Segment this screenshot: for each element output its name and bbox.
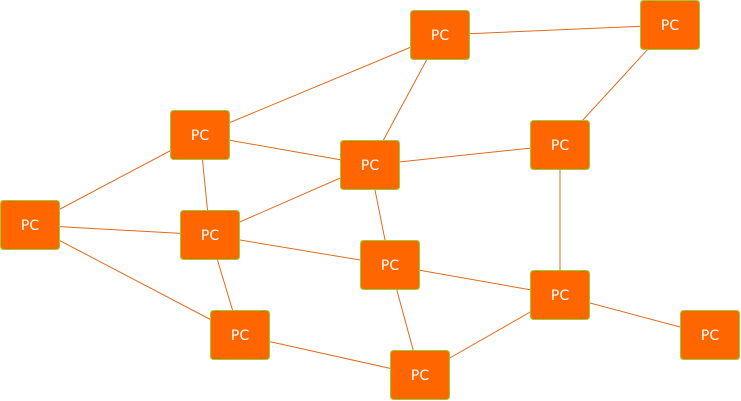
pc-node[interactable]: PC [680, 310, 740, 360]
pc-node-box[interactable] [390, 350, 450, 400]
pc-node-label: PC [381, 258, 399, 274]
connection-line [439, 24, 671, 36]
connection-line [29, 224, 241, 336]
pc-node-label: PC [701, 328, 719, 344]
pc-node[interactable]: PC [410, 10, 470, 60]
pc-node[interactable]: PC [640, 0, 700, 50]
pc-node-label: PC [21, 218, 39, 234]
pc-node-box[interactable] [360, 240, 420, 290]
connection-line [369, 144, 561, 166]
pc-node-box[interactable] [640, 0, 700, 50]
pc-node[interactable]: PC [530, 120, 590, 170]
pc-node-box[interactable] [530, 120, 590, 170]
pc-node-box[interactable] [410, 10, 470, 60]
pc-node-box[interactable] [0, 200, 60, 250]
pc-node[interactable]: PC [360, 240, 420, 290]
pc-node-label: PC [551, 138, 569, 154]
connection-line [199, 34, 441, 136]
pc-node-label: PC [431, 28, 449, 44]
pc-node[interactable]: PC [0, 200, 60, 250]
pc-node-box[interactable] [680, 310, 740, 360]
pc-node[interactable]: PC [210, 310, 270, 360]
pc-node-box[interactable] [530, 270, 590, 320]
pc-node-label: PC [411, 368, 429, 384]
pc-node-box[interactable] [180, 210, 240, 260]
pc-node-box[interactable] [340, 140, 400, 190]
pc-node-label: PC [661, 18, 679, 34]
pc-node-box[interactable] [210, 310, 270, 360]
pc-node[interactable]: PC [340, 140, 400, 190]
pc-node[interactable]: PC [530, 270, 590, 320]
pc-node-box[interactable] [170, 110, 230, 160]
edge-layer [29, 24, 711, 376]
pc-node-label: PC [361, 158, 379, 174]
pc-node-label: PC [191, 128, 209, 144]
pc-node-label: PC [201, 228, 219, 244]
pc-node[interactable]: PC [170, 110, 230, 160]
pc-node[interactable]: PC [180, 210, 240, 260]
pc-node-label: PC [551, 288, 569, 304]
pc-node-label: PC [231, 328, 249, 344]
pc-node[interactable]: PC [390, 350, 450, 400]
